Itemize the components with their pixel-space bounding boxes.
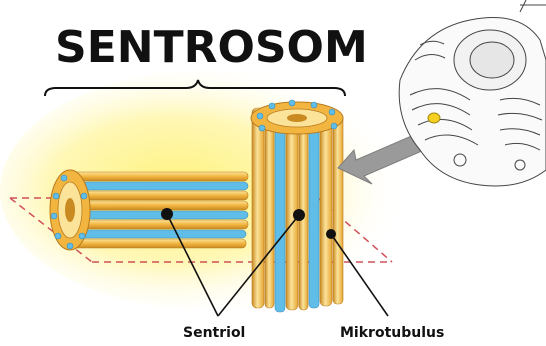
vertical-centriole	[251, 100, 343, 312]
diagram-title: SENTROSOM	[55, 22, 368, 73]
cell-illustration-icon	[399, 0, 546, 186]
microtubule-label: Mikrotubulus	[340, 325, 444, 341]
horizontal-centriole	[50, 170, 248, 250]
centriole-label: Sentriol	[183, 325, 245, 341]
